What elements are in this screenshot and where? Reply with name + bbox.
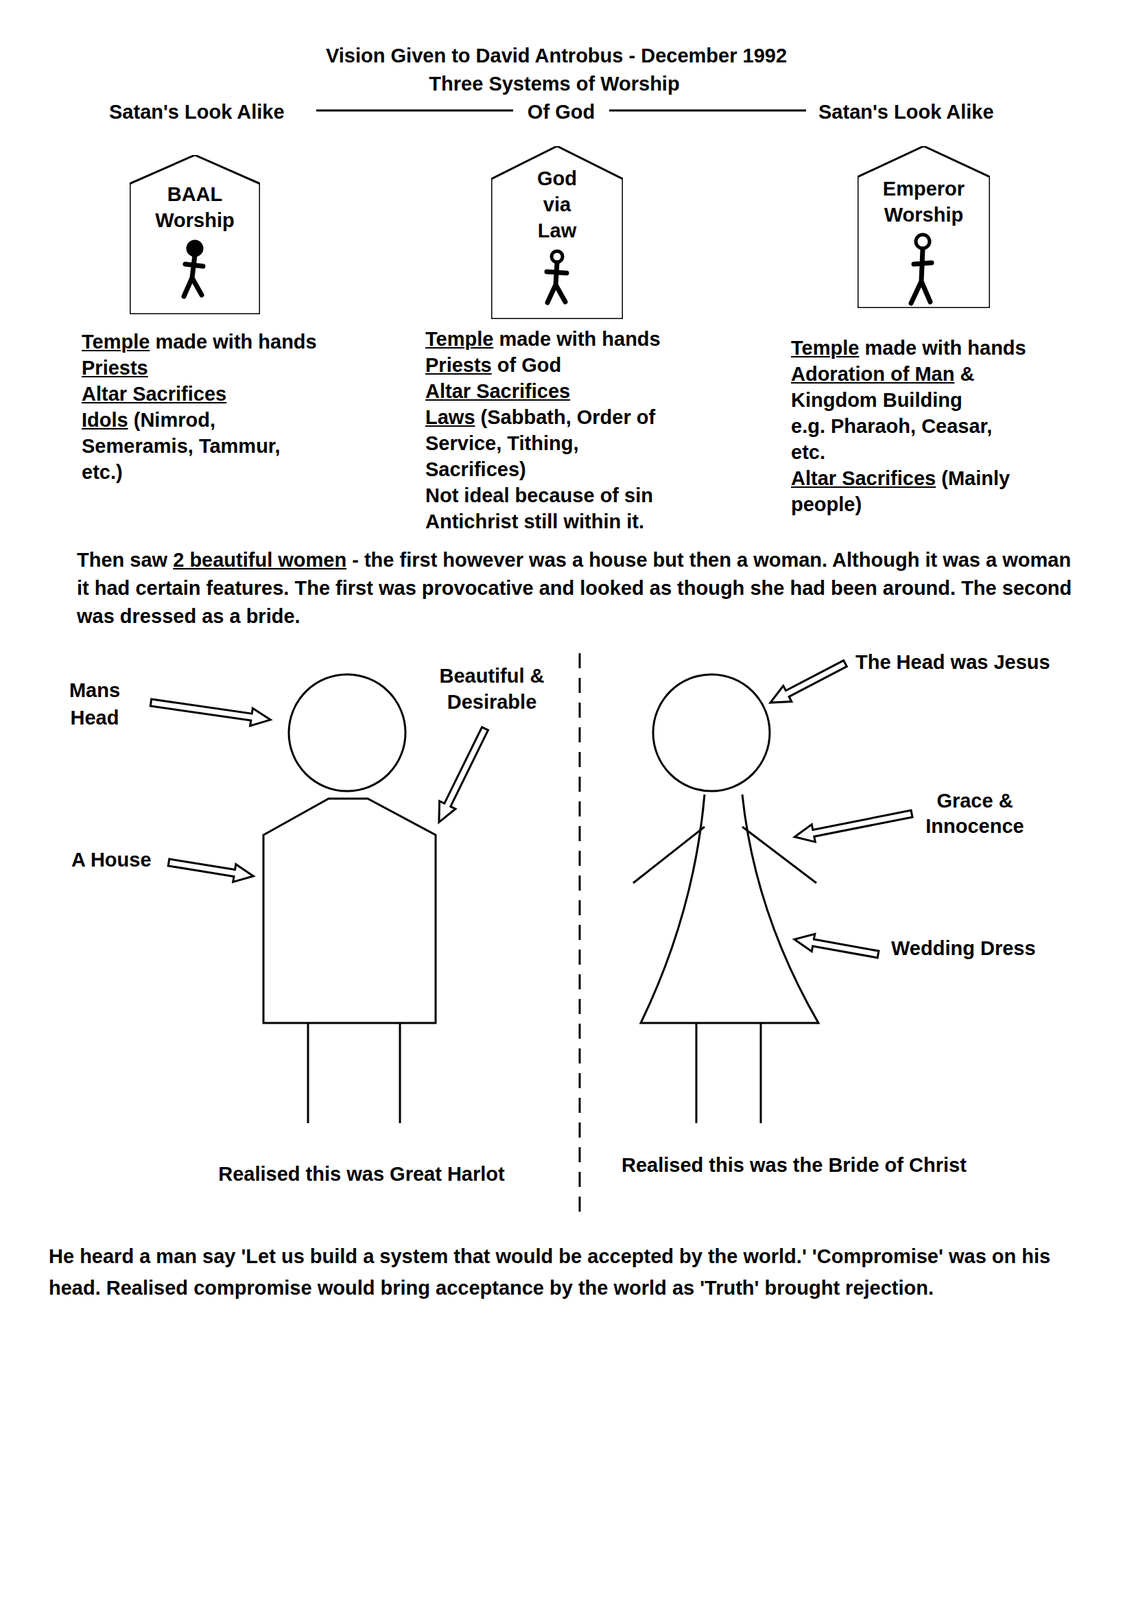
column-heading: Satan's Look Alike [109, 100, 285, 125]
list-item: Priests of God [425, 351, 562, 378]
list-item: Laws (Sabbath, Order of Service, Tithing… [425, 404, 673, 483]
house-pad: God via Law [491, 146, 623, 244]
house-label: God via Law [529, 165, 585, 244]
list-item: Altar Sacrifices [81, 380, 227, 407]
stick-figures [183, 234, 932, 304]
list-item: Not ideal because of sin [425, 482, 654, 509]
divider-line [579, 653, 582, 1220]
house-node: BAAL Worship [129, 155, 261, 315]
column-heading: Satan's Look Alike [818, 100, 995, 125]
bride-figure [633, 674, 819, 1124]
house-outline [129, 155, 261, 315]
harlot-figure [263, 674, 436, 1124]
list-item: Adoration of Man & Kingdom Building e.g.… [790, 360, 997, 466]
list-item: Temple made with hands [425, 325, 661, 352]
house-node: God via Law [491, 146, 623, 320]
subtitle: Three Systems of Worship [211, 72, 898, 97]
column-heading: Of God [492, 100, 630, 125]
description-paragraph: Then saw 2 beautiful women - the first h… [76, 546, 1079, 631]
list-item: Antichrist still within it. [425, 508, 645, 535]
callout-label: Mans Head [60, 676, 129, 732]
rule-line [316, 109, 514, 112]
callout-label: Wedding Dress [891, 936, 1036, 961]
figure-caption: Realised this was the Bride of Christ [621, 1153, 967, 1178]
house-node: Emperor Worship [857, 146, 990, 309]
list-item: Temple made with hands [81, 328, 317, 355]
house-pad: BAAL Worship [129, 155, 261, 234]
callout-label: Beautiful & Desirable [423, 662, 561, 715]
list-item: Temple made with hands [790, 334, 1027, 361]
list-item: Altar Sacrifices (Mainly people) [790, 465, 1038, 518]
callout-arrows [149, 655, 914, 963]
description-paragraph: He heard a man say 'Let us build a syste… [48, 1240, 1092, 1304]
list-item: Idols (Nimrod, Semeramis, Tammur, etc.) [81, 406, 309, 486]
list-item: Altar Sacrifices [425, 378, 571, 405]
diagram-title: Vision Given to David Antrobus - Decembe… [213, 43, 900, 68]
figure-caption: Realised this was Great Harlot [155, 1162, 568, 1187]
list-item: Priests [81, 354, 149, 381]
callout-label: The Head was Jesus [855, 650, 1051, 675]
callout-label: A House [71, 847, 152, 872]
house-label: Emperor Worship [867, 175, 981, 228]
house-pad: Emperor Worship [857, 146, 990, 228]
house-outline [857, 146, 990, 309]
callout-label: Grace & Innocence [906, 788, 1044, 840]
house-label: BAAL Worship [139, 181, 250, 234]
rule-line [609, 109, 807, 112]
